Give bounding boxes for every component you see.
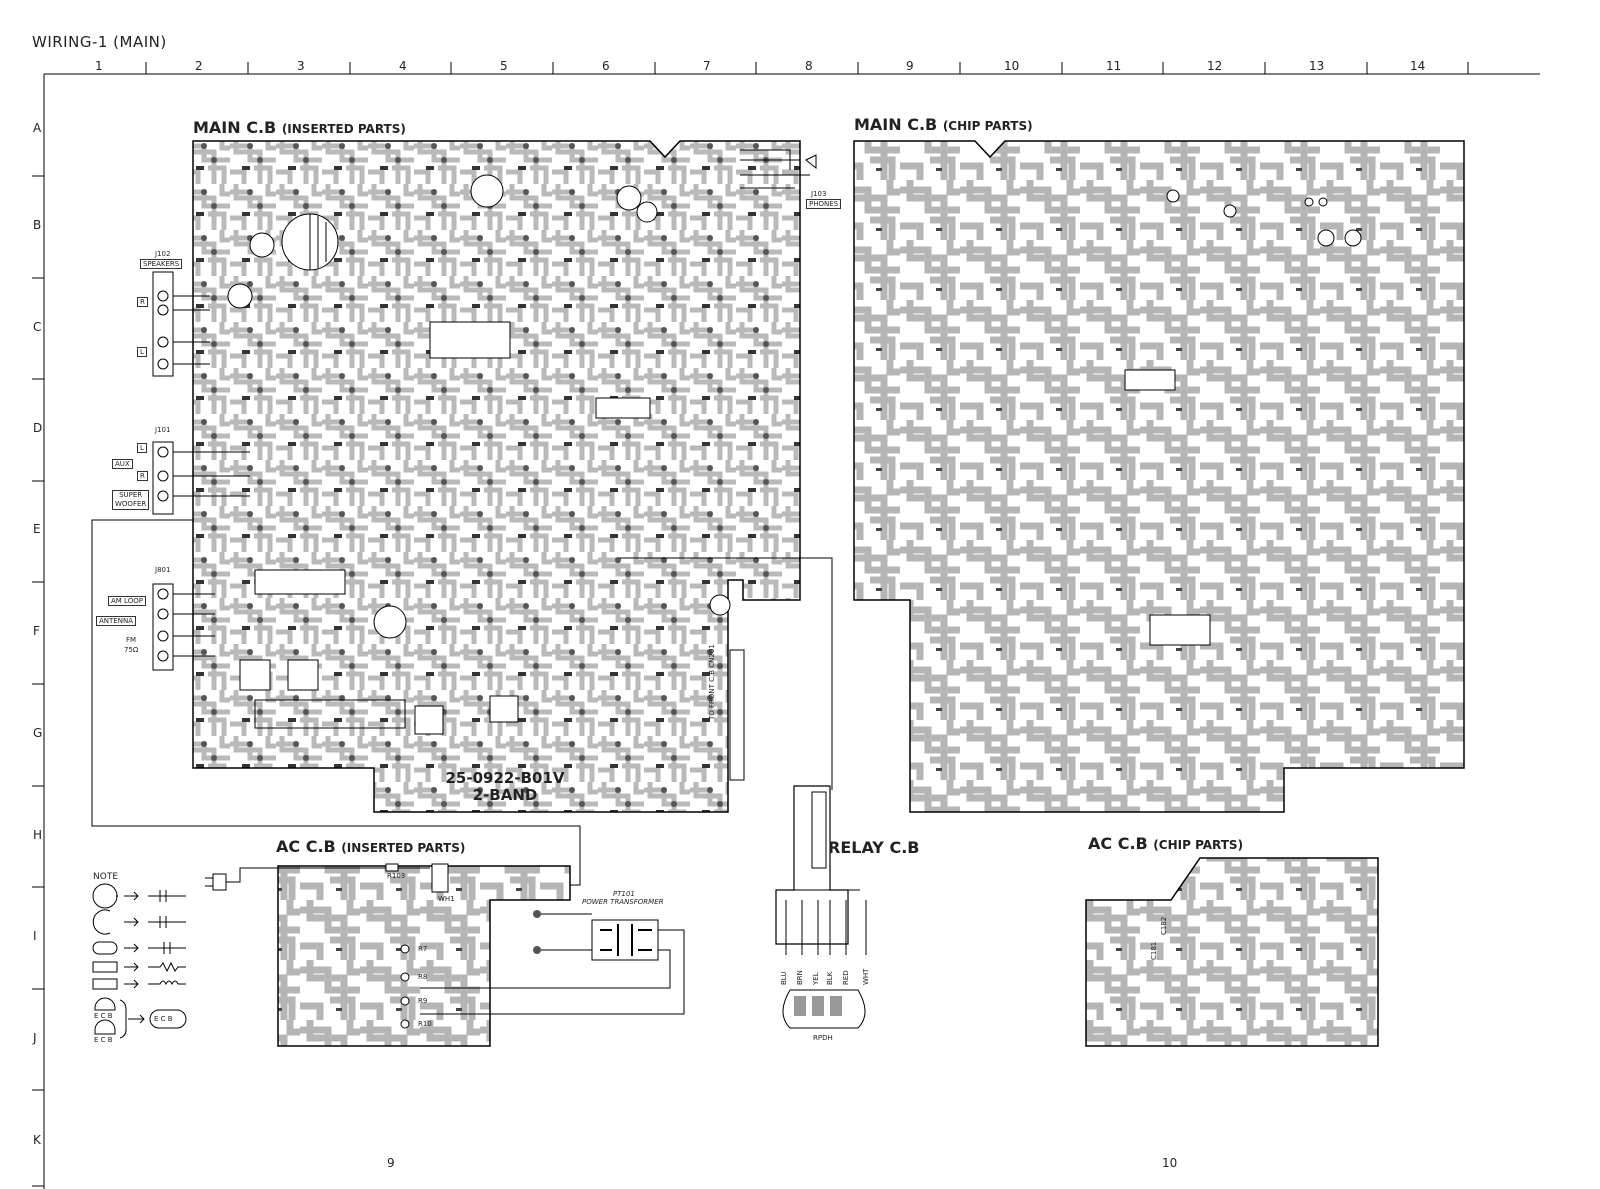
row-label: D xyxy=(33,421,43,435)
to-front-label: TO FRONT C.B CN201 xyxy=(708,644,716,720)
wire-label: WHT xyxy=(862,968,870,985)
board-subtitle: (INSERTED PARTS) xyxy=(341,841,466,855)
aux-l-label: L xyxy=(137,443,147,453)
main-chip-title: MAIN C.B (CHIP PARTS) xyxy=(854,115,1033,134)
wh1-label: WH1 xyxy=(438,895,455,903)
part-number-text: 25-0922-B01V xyxy=(445,769,565,787)
aux-r-label: R xyxy=(137,471,148,481)
j102-label: J102 xyxy=(155,250,171,258)
speaker-l-label: L xyxy=(137,347,147,357)
column-label: 7 xyxy=(703,59,711,73)
antenna-label: ANTENNA xyxy=(96,616,136,626)
j101-label: J101 xyxy=(155,426,171,434)
fm-ohm-label: 75Ω xyxy=(124,646,139,654)
r9-label: R9 xyxy=(418,997,428,1005)
column-label: 5 xyxy=(500,59,508,73)
main-inserted-board xyxy=(192,140,801,813)
row-label: C xyxy=(33,320,42,334)
ac-chip-title: AC C.B (CHIP PARTS) xyxy=(1088,834,1243,853)
board-name: AC C.B xyxy=(1088,834,1148,853)
wire-label: BLK xyxy=(826,971,834,985)
board-name: MAIN C.B xyxy=(854,115,938,134)
wire-label: BLU xyxy=(780,971,788,985)
row-label: F xyxy=(33,624,40,638)
column-label: 12 xyxy=(1207,59,1223,73)
speakers-label: SPEAKERS xyxy=(140,259,183,269)
relay-title: RELAY C.B xyxy=(828,838,920,857)
board-subtitle: (INSERTED PARTS) xyxy=(281,122,406,136)
c182-label: C182 xyxy=(1160,916,1168,935)
ecb-label: E C B xyxy=(94,1012,113,1020)
row-label: A xyxy=(33,121,42,135)
row-label: K xyxy=(33,1133,41,1147)
ac-chip-board xyxy=(1085,857,1379,1047)
board-subtitle: (CHIP PARTS) xyxy=(1153,838,1244,852)
column-label: 6 xyxy=(602,59,610,73)
ic-main xyxy=(429,321,511,359)
column-label: 13 xyxy=(1309,59,1325,73)
ecb-label: E C B xyxy=(154,1015,173,1023)
column-label: 9 xyxy=(906,59,914,73)
am-loop-label: AM LOOP xyxy=(108,596,146,606)
wire-label: BRN xyxy=(796,970,804,985)
row-label: I xyxy=(33,929,37,943)
woofer-text: WOOFER xyxy=(115,500,147,508)
aux-label: AUX xyxy=(112,459,133,469)
page-number-left: 9 xyxy=(387,1156,395,1170)
power-transformer-label: POWER TRANSFORMER xyxy=(582,898,664,906)
note-symbols xyxy=(92,883,187,1039)
page-title: WIRING-1 (MAIN) xyxy=(32,33,167,51)
j103-label: J103 xyxy=(811,190,827,198)
main-inserted-title: MAIN C.B (INSERTED PARTS) xyxy=(193,118,406,137)
ic-tuner xyxy=(254,569,346,595)
r103-label: R103 xyxy=(387,872,406,880)
board-name: AC C.B xyxy=(276,837,336,856)
r10-label: R10 xyxy=(418,1020,432,1028)
note-title: NOTE xyxy=(93,872,119,882)
row-label: G xyxy=(33,726,43,740)
super-text: SUPER xyxy=(119,491,143,499)
relay-plug-label: RPDH xyxy=(813,1034,833,1042)
row-label: E xyxy=(33,522,41,536)
column-label: 8 xyxy=(805,59,813,73)
row-label: H xyxy=(33,828,43,842)
wire-label: RED xyxy=(842,970,850,985)
column-label: 2 xyxy=(195,59,203,73)
column-label: 14 xyxy=(1410,59,1426,73)
column-label: 3 xyxy=(297,59,305,73)
column-label: 4 xyxy=(399,59,407,73)
main-chip-board xyxy=(853,140,1465,813)
power-transformer xyxy=(591,919,659,961)
board-subtitle: (CHIP PARTS) xyxy=(942,119,1033,133)
r8-label: R8 xyxy=(418,973,428,981)
left-ruler-ticks xyxy=(32,175,44,1187)
wire-label: YEL xyxy=(812,972,820,985)
j801-label: J801 xyxy=(155,566,171,574)
r7-label: R7 xyxy=(418,945,428,953)
antenna-terminal xyxy=(152,583,174,671)
speaker-r-label: R xyxy=(137,297,148,307)
ac-inserted-board xyxy=(277,865,571,1047)
top-ruler-ticks xyxy=(145,62,1469,74)
super-woofer-label: SUPER WOOFER xyxy=(112,490,150,510)
pt101-label: PT101 xyxy=(613,890,635,898)
phones-label: PHONES xyxy=(806,199,842,209)
row-label: B xyxy=(33,218,42,232)
ac-inserted-title: AC C.B (INSERTED PARTS) xyxy=(276,837,465,856)
c181-label: C181 xyxy=(1150,941,1158,960)
page-number-right: 10 xyxy=(1162,1156,1178,1170)
row-label: J xyxy=(33,1031,37,1045)
band-text: 2-BAND xyxy=(472,786,538,804)
column-label: 1 xyxy=(95,59,103,73)
column-label: 10 xyxy=(1004,59,1020,73)
board-name: MAIN C.B xyxy=(193,118,277,137)
ecb-label: E C B xyxy=(94,1036,113,1044)
board-part-number: 25-0922-B01V 2-BAND xyxy=(430,770,580,804)
column-label: 11 xyxy=(1106,59,1122,73)
fm-label: FM xyxy=(126,636,137,644)
